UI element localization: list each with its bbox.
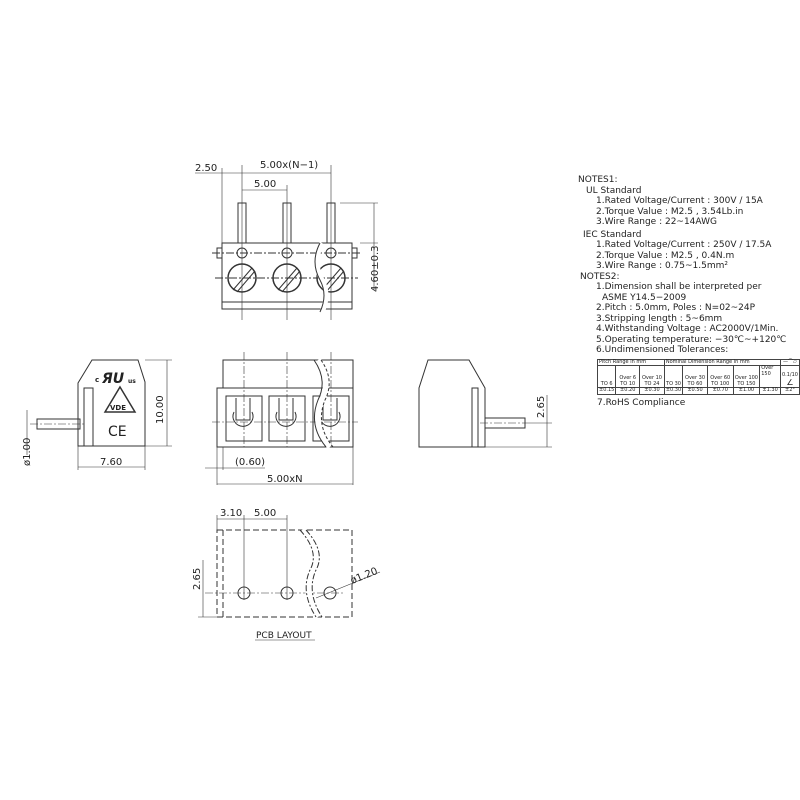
nominal-tol: ±0.70 [706,387,734,395]
notes2-item: 5.Operating temperature: −30℃~+120℃ [596,334,787,345]
pcb-dim-5-00: 5.00 [254,508,276,519]
nominal-tol: ±1.30 [759,387,781,395]
flatness: 0.1/10 [781,371,798,378]
notes2-item: ASME Y14.5−2009 [602,292,687,303]
left-side-view [26,359,172,470]
top-view [195,165,378,320]
nominal-range: Over 100 TO 150 [732,365,761,388]
nominal-tol: ±0.30 [663,387,684,395]
nominal-tol: ±1.00 [732,387,761,395]
ul-us: us [128,378,136,385]
iec-item: 2.Torque Value : M2.5 , 0.4N.m [596,250,735,261]
dim-height: 4.60±0.3 [370,245,381,292]
notes2-item: 4.Withstanding Voltage : AC2000V/1Min. [596,324,779,334]
pitch-range: TO 6 [596,365,617,388]
iec-item: 3.Wire Range : 0.75~1.5mm² [596,261,729,271]
pitch-tol: ±0.20 [615,387,641,395]
front-view [205,352,358,485]
dim-10-00: 10.00 [155,395,166,424]
dim-2-65: 2.65 [536,396,547,418]
notes2-item: 1.Dimension shall be interpreted per [596,282,762,292]
pcb-layout [198,515,381,641]
ce-logo: CE [108,424,127,440]
nominal-range: TO 30 [663,365,684,388]
right-side-view [418,359,552,448]
ul-c: c [95,376,99,384]
angle-tol: ±2° [779,387,800,395]
ul-logo: ЯU [101,371,125,387]
notes2-item: 6.Undimensioned Tolerances: [596,345,729,355]
nominal-tol: ±0.50 [682,387,708,395]
notes1-title: NOTES1: [578,175,618,185]
nominal-range: Over 150 [759,365,781,388]
ul-title: UL Standard [586,185,642,196]
iec-title: IEC Standard [583,229,642,240]
pcb-title: PCB LAYOUT [256,631,312,641]
dim-span: 5.00x(N−1) [260,160,318,171]
notes2-item: 3.Stripping length : 5~6mm [596,313,723,324]
notes2-item: 2.Pitch : 5.0mm, Poles : N=02~24P [596,303,756,313]
pcb-dim-3-10: 3.10 [220,508,242,519]
dim-7-60: 7.60 [100,457,122,468]
pitch-tol: ±0.15 [596,387,617,395]
symbols: —⌒▱ [779,358,800,366]
dim-0-60: (0.60) [235,457,265,468]
notes2-title: NOTES2: [580,271,620,282]
nominal-range: Over 30 TO 60 [682,365,708,388]
ul-item: 2.Torque Value : M2.5 , 3.54Lb.in [596,206,744,217]
ul-item: 1.Rated Voltage/Current : 300V / 15A [596,196,763,206]
vde-logo: VDE [110,404,126,412]
notes-column: NOTES1: UL Standard 1.Rated Voltage/Curr… [578,175,800,409]
flatness-angle-cell: 0.1/10∠ [779,365,800,388]
rohs-note: 7.RoHS Compliance [597,397,686,408]
ul-item: 3.Wire Range : 22~14AWG [596,217,717,227]
dim-5-00xn: 5.00xN [267,474,303,485]
dim-pin: ø1.00 [22,438,33,466]
angle-symbol: ∠ [786,378,794,387]
iec-item: 1.Rated Voltage/Current : 250V / 17.5A [596,240,772,250]
pitch-tol: ±0.30 [639,387,665,395]
tolerance-table: Pitch Range in mm Nominal Dimension Rang… [596,358,800,395]
notes-panel: NOTES1: UL Standard 1.Rated Voltage/Curr… [578,175,800,356]
pcb-dim-hole: ø1.20 [349,566,379,587]
pitch-range: Over 10 TO 24 [639,365,665,388]
pcb-dim-2-65: 2.65 [192,568,203,590]
nominal-range: Over 60 TO 100 [706,365,734,388]
dim-pitch: 5.00 [254,179,276,190]
pitch-range: Over 6 TO 10 [615,365,641,388]
dim-2-50: 2.50 [195,163,217,174]
